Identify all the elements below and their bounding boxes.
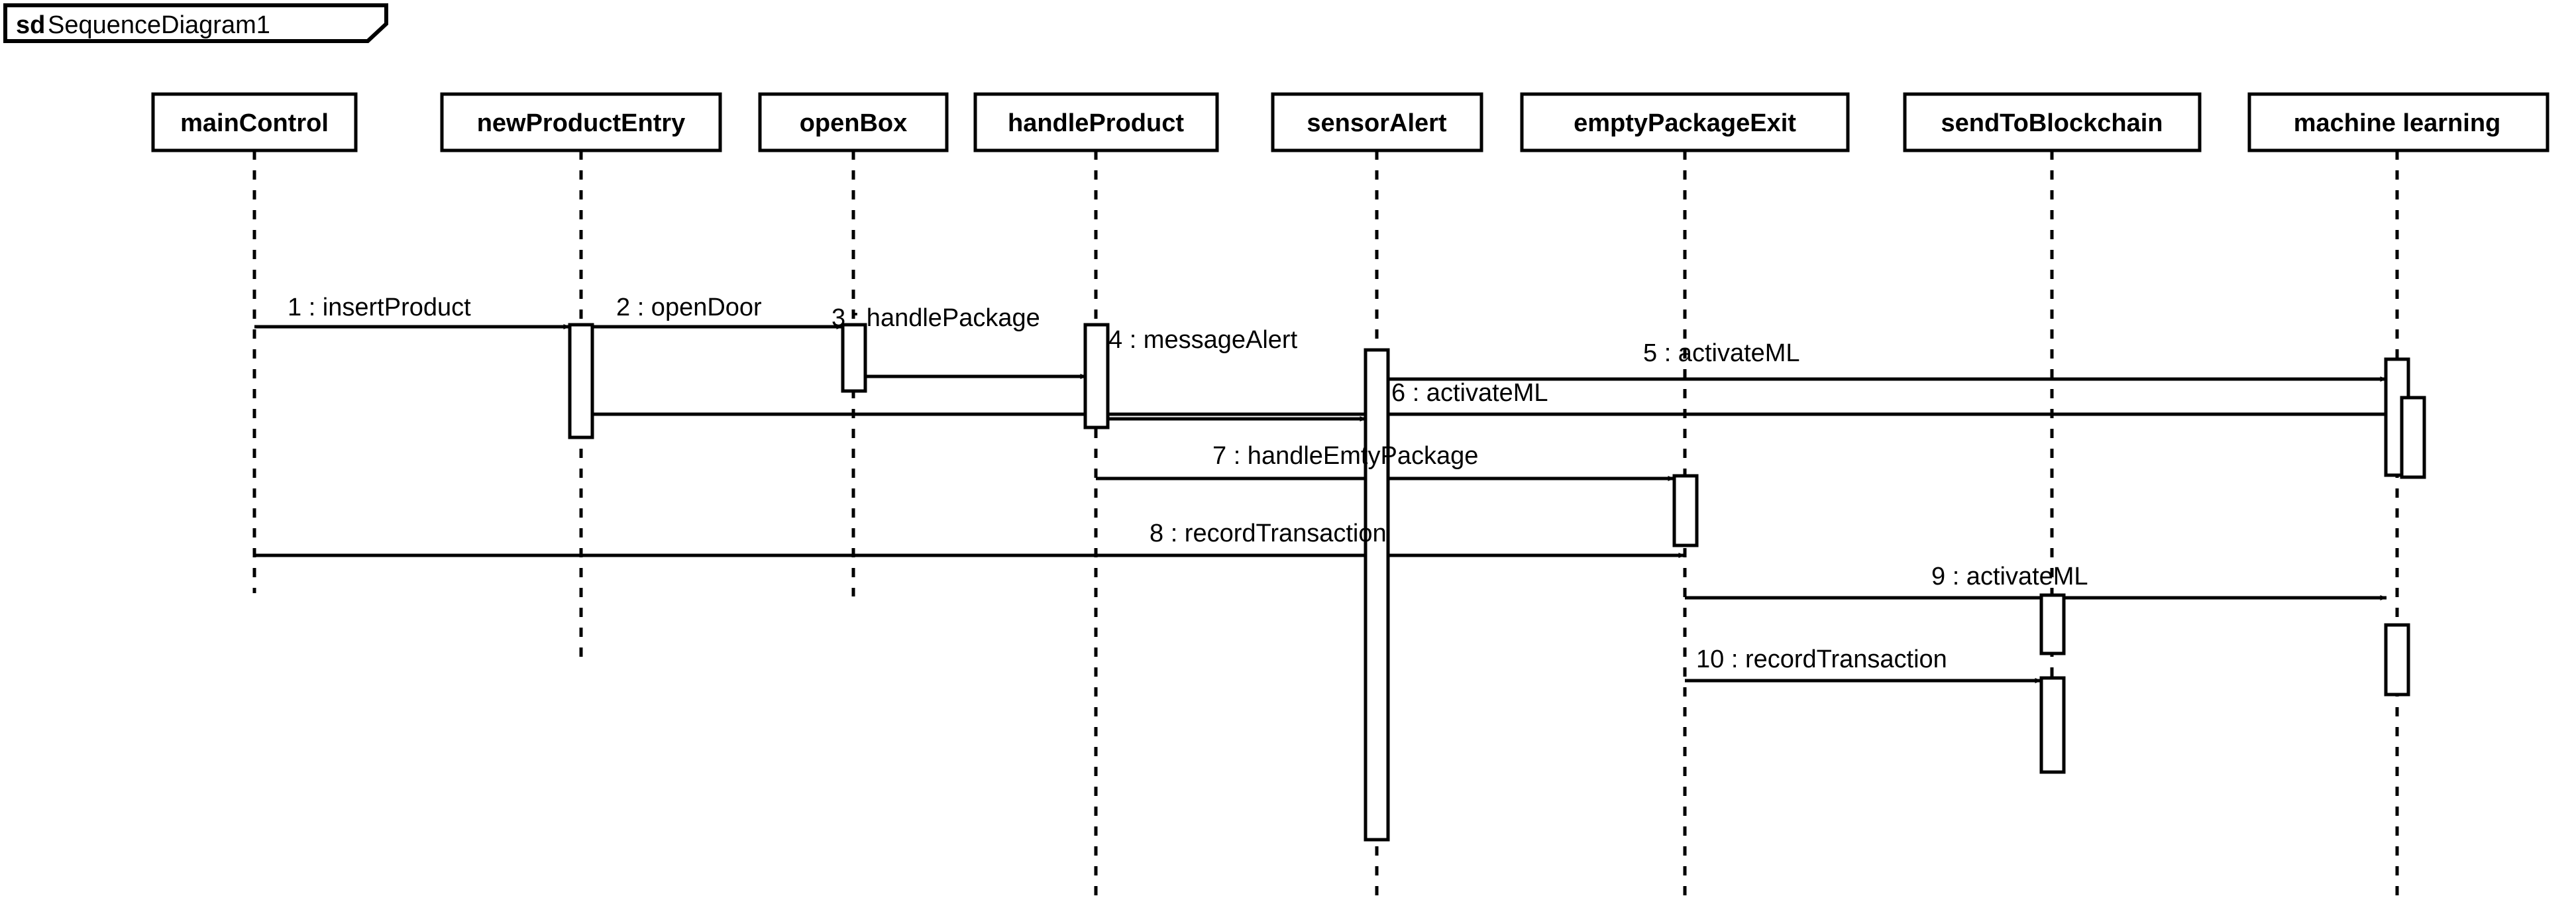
lifeline-name: machine learning — [2294, 109, 2501, 137]
lifeline-handleProduct[interactable]: handleProduct — [973, 92, 1219, 898]
activation-bar-machine learning[interactable] — [2400, 396, 2426, 479]
message-label-4: 4 : messageAlert — [1108, 326, 1298, 354]
lifeline-newProductEntry[interactable]: newProductEntry — [440, 92, 722, 663]
activation-bar-sendToBlockchain[interactable] — [2039, 593, 2066, 655]
frame-kind-keyword: sd — [16, 11, 45, 39]
message-label-5: 5 : activateML — [1643, 339, 1800, 367]
message-label-7: 7 : handleEmtyPackage — [1212, 442, 1478, 470]
message-label-6: 6 : activateML — [1391, 379, 1548, 407]
lifeline-sensorAlert[interactable]: sensorAlert — [1271, 92, 1483, 898]
lifeline-mainControl[interactable]: mainControl — [151, 92, 358, 593]
lifeline-name: sendToBlockchain — [1941, 109, 2163, 137]
message-label-2: 2 : openDoor — [616, 294, 762, 321]
activation-bar-openBox[interactable] — [841, 323, 867, 393]
message-label-3: 3 : handlePackage — [832, 304, 1040, 332]
lifeline-name: mainControl — [180, 109, 329, 137]
activations-layer — [568, 323, 2426, 842]
lifeline-name: sensorAlert — [1307, 109, 1447, 137]
activation-bar-sensorAlert[interactable] — [1364, 348, 1390, 842]
lifeline-header-box[interactable] — [151, 92, 358, 152]
lifeline-name: newProductEntry — [477, 109, 686, 137]
message-label-10: 10 : recordTransaction — [1696, 645, 1947, 673]
lifeline-emptyPackageExit[interactable]: emptyPackageExit — [1520, 92, 1850, 898]
activation-bar-newProductEntry[interactable] — [568, 323, 594, 439]
message-label-9: 9 : activateML — [1931, 563, 2088, 590]
lifeline-header-box[interactable] — [1520, 92, 1850, 152]
activation-bar-emptyPackageExit[interactable] — [1672, 474, 1699, 547]
lifeline-name: openBox — [800, 109, 908, 137]
lifeline-sendToBlockchain[interactable]: sendToBlockchain — [1903, 92, 2202, 772]
lifeline-header-box[interactable] — [2247, 92, 2549, 152]
lifeline-header-box[interactable] — [1271, 92, 1483, 152]
frame-label-tab: sd SequenceDiagram1 — [3, 3, 388, 43]
message-label-8: 8 : recordTransaction — [1150, 520, 1387, 547]
lifeline-header-box[interactable] — [440, 92, 722, 152]
lifeline-name: emptyPackageExit — [1574, 109, 1796, 137]
activation-bar-sendToBlockchain[interactable] — [2039, 676, 2066, 774]
message-label-1: 1 : insertProduct — [288, 294, 471, 321]
activation-bar-machine learning[interactable] — [2384, 623, 2410, 697]
lifeline-name: handleProduct — [1008, 109, 1184, 137]
frame-title: SequenceDiagram1 — [48, 11, 270, 39]
lifeline-openBox[interactable]: openBox — [758, 92, 949, 596]
lifeline-machine learning[interactable]: machine learning — [2247, 92, 2549, 898]
message-labels-layer: 1 : insertProduct 2 : openDoor 3 : handleP… — [288, 294, 2088, 673]
lifelines-layer: mainControl newProductEntry openBox handleP… — [151, 92, 2549, 898]
activation-bar-handleProduct[interactable] — [1083, 323, 1110, 429]
